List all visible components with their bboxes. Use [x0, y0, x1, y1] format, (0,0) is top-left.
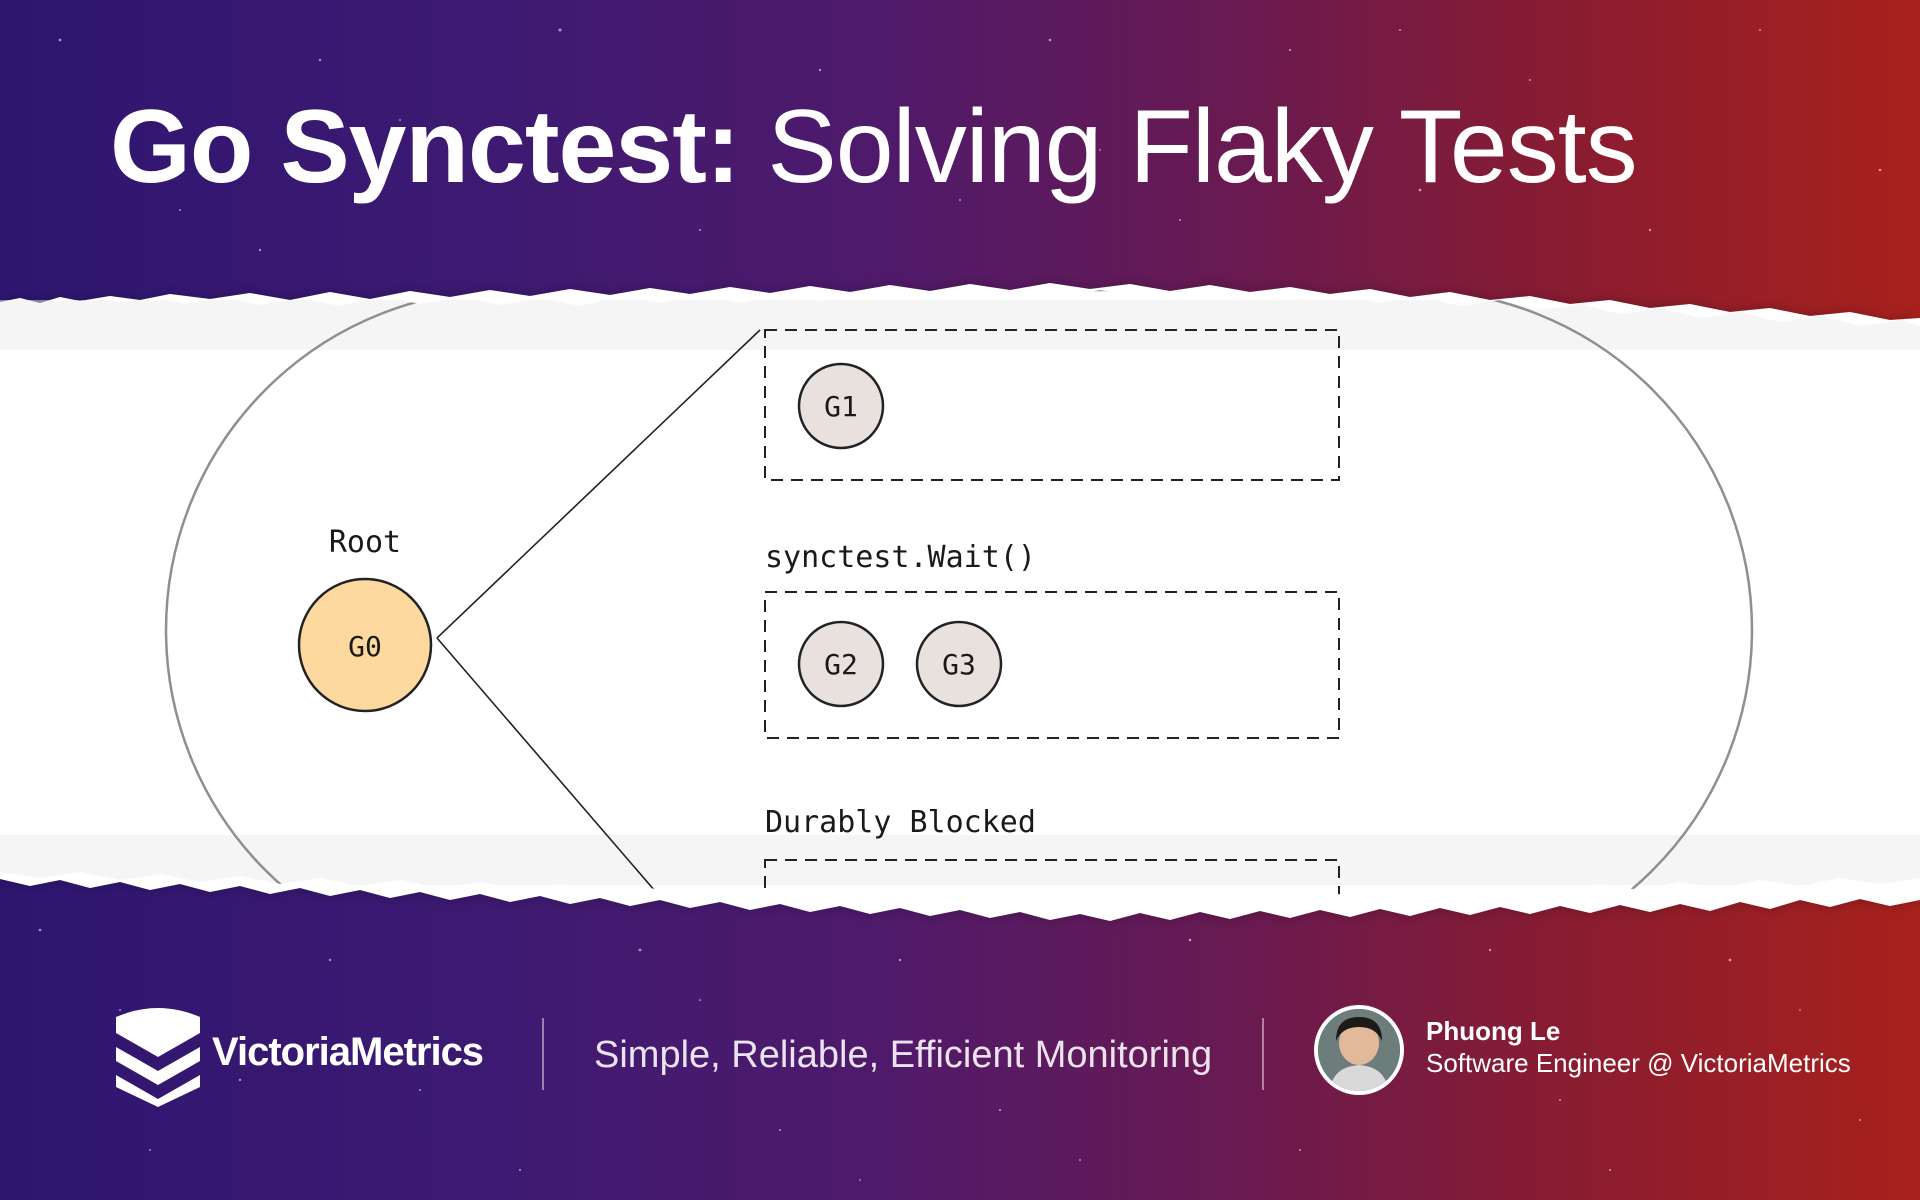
- group-label-wait: synctest.Wait(): [765, 540, 1036, 575]
- footer-divider-right: [1262, 1018, 1264, 1090]
- page-title: Go Synctest: Solving Flaky Tests: [110, 88, 1638, 207]
- node-g0: [297, 577, 433, 713]
- root-label: Root: [329, 525, 401, 560]
- edge-g0-to-bottom: [436, 637, 681, 903]
- title-light: Solving Flaky Tests: [767, 89, 1637, 205]
- footer-divider-left: [542, 1018, 544, 1090]
- node-g1: [797, 362, 885, 450]
- node-g0-label: G0: [348, 630, 382, 663]
- synctest-bubble-outline: [164, 290, 1754, 903]
- avatar-portrait-icon: [1318, 1009, 1400, 1091]
- victoriametrics-logo-icon: [116, 1008, 200, 1107]
- group-box-top: [764, 329, 1340, 481]
- brand-name: VictoriaMetrics: [212, 1030, 484, 1074]
- node-g3: [915, 620, 1003, 708]
- node-g3-label: G3: [942, 648, 976, 681]
- node-g2: [797, 620, 885, 708]
- node-g1-label: G1: [824, 390, 858, 423]
- group-box-wait: [764, 591, 1340, 739]
- tagline: Simple, Reliable, Efficient Monitoring: [594, 1034, 1213, 1076]
- title-bold: Go Synctest:: [110, 89, 740, 205]
- group-label-blocked: Durably Blocked: [765, 805, 1036, 840]
- node-g2-label: G2: [824, 648, 858, 681]
- edge-g0-to-top: [436, 329, 761, 639]
- group-box-blocked: [764, 859, 1340, 903]
- author-name: Phuong Le: [1426, 1016, 1561, 1046]
- author-role: Software Engineer @ VictoriaMetrics: [1426, 1048, 1851, 1078]
- author-avatar: [1314, 1005, 1404, 1095]
